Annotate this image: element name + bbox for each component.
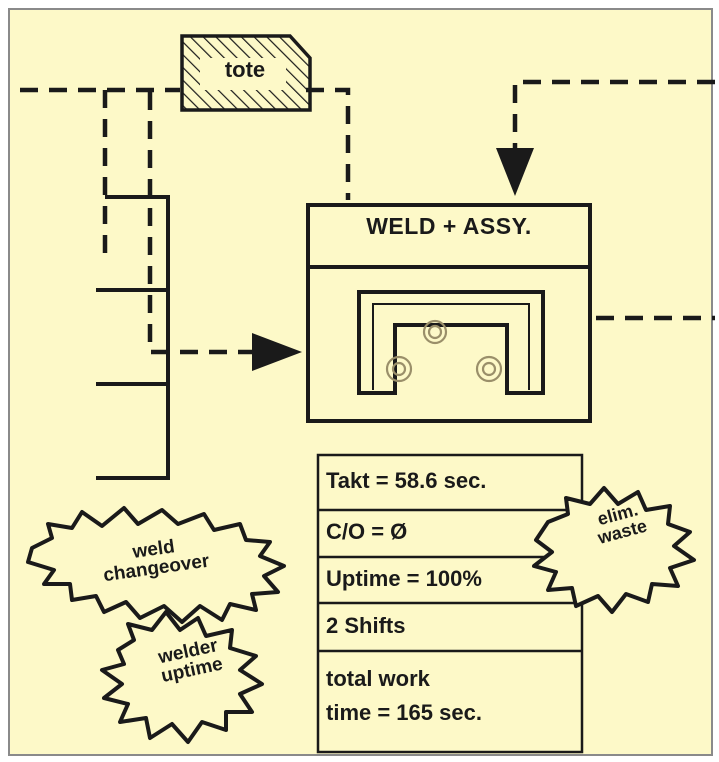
- data-takt-time: Takt = 58.6 sec.: [326, 468, 487, 493]
- data-total-work-time: total work time = 165 sec.: [326, 666, 482, 725]
- data-changeover: C/O = Ø: [326, 519, 408, 544]
- kaizen-burst-weld-changeover: [26, 506, 286, 624]
- tote-label: tote: [224, 57, 266, 82]
- weld-fixture-icon: [357, 290, 545, 395]
- info-flow-tote-drop: [306, 87, 351, 200]
- kaizen-burst-elim-waste: [532, 486, 696, 614]
- info-flow-to-process: [147, 92, 252, 355]
- arrowhead-down-icon: [496, 148, 534, 196]
- data-uptime: Uptime = 100%: [326, 566, 482, 591]
- data-box: [316, 453, 584, 754]
- data-shifts: 2 Shifts: [326, 613, 406, 638]
- arrowhead-right-icon: [252, 333, 302, 371]
- info-flow-top-right: [512, 79, 715, 150]
- info-flow-lines: [20, 79, 715, 355]
- process-title: WELD + ASSY.: [366, 213, 532, 239]
- left-bracket: [96, 195, 170, 480]
- kaizen-burst-welder-uptime: [100, 610, 264, 744]
- tote-label-bg: [200, 58, 286, 90]
